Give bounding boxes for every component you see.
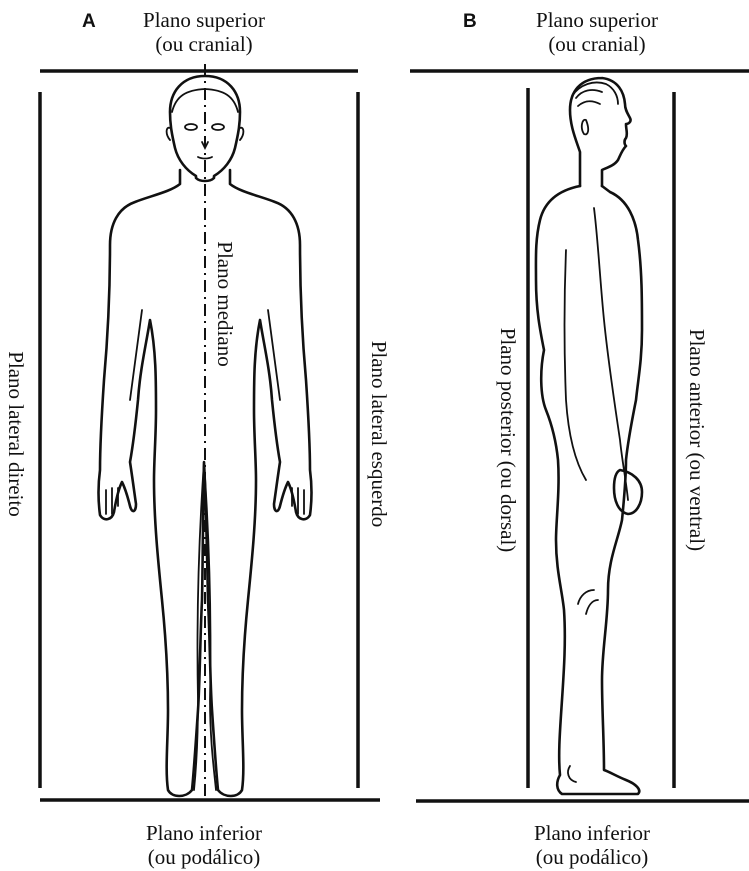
panel-a-inferior-caption: Plano inferior (ou podálico) — [94, 821, 314, 869]
inferior-title-b: Plano inferior — [482, 821, 702, 845]
inferior-subtitle: (ou podálico) — [94, 845, 314, 869]
panel-b-superior-caption: Plano superior (ou cranial) — [487, 8, 707, 56]
panel-lateral-view: B Plano superior (ou cranial) Plano infe… — [380, 0, 749, 871]
posterior-plane-label: Plano posterior (ou dorsal) — [496, 328, 520, 553]
panel-anterior-view: A Plano superior (ou cranial) Plano infe… — [0, 0, 380, 871]
inferior-subtitle-b: (ou podálico) — [482, 845, 702, 869]
right-lateral-plane-label: Plano lateral direito — [4, 351, 28, 517]
side-body-icon — [536, 78, 642, 794]
anterior-plane-label: Plano anterior (ou ventral) — [685, 329, 709, 551]
panel-b-inferior-caption: Plano inferior (ou podálico) — [482, 821, 702, 869]
superior-subtitle: (ou cranial) — [94, 32, 314, 56]
superior-title-b: Plano superior — [487, 8, 707, 32]
superior-subtitle-b: (ou cranial) — [487, 32, 707, 56]
anterior-view-figure — [0, 0, 380, 871]
panel-a-superior-caption: Plano superior (ou cranial) — [94, 8, 314, 56]
panel-b-letter: B — [463, 11, 477, 33]
superior-title: Plano superior — [94, 8, 314, 32]
median-plane-label: Plano mediano — [213, 241, 237, 366]
inferior-title: Plano inferior — [94, 821, 314, 845]
